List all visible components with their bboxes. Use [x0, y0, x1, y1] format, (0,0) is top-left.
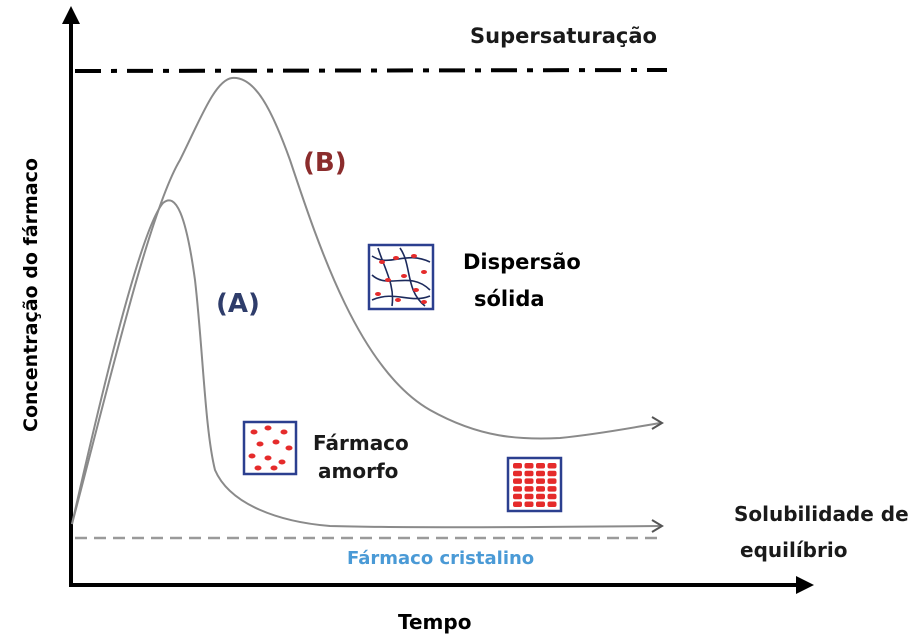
crystal-particle	[513, 486, 522, 492]
crystal-particle	[513, 463, 522, 469]
x-axis-arrow	[796, 576, 814, 594]
crystal-particle	[524, 478, 534, 484]
supersaturation-line	[74, 68, 668, 73]
crystal-particle	[524, 493, 534, 500]
crystal-particle	[547, 463, 557, 469]
y-axis-label: Concentração do fármaco	[20, 158, 42, 432]
crystal-particle	[547, 470, 557, 477]
crystal-particle	[513, 470, 522, 477]
supersaturation-label: Supersaturação	[470, 24, 657, 48]
curve-b-arrowhead	[651, 416, 664, 430]
y-axis-arrow	[62, 6, 80, 24]
crystal-particle	[536, 478, 545, 484]
crystal-particle	[524, 463, 534, 469]
crystal-particle	[536, 501, 545, 507]
crystal-particle	[513, 493, 522, 500]
curve-b-dispersion	[71, 76, 661, 525]
crystal-particle	[536, 470, 545, 477]
crystal-particle	[547, 493, 557, 500]
crystalline-drug-icon	[506, 456, 563, 513]
crystal-particle	[513, 478, 522, 484]
crystal-particle	[547, 478, 557, 484]
amorphous-drug-icon	[242, 420, 298, 476]
amorphous-label-line2: amorfo	[318, 459, 398, 483]
curve-b-label: (B)	[303, 148, 347, 178]
crystal-particle	[524, 486, 534, 492]
equilibrium-label-line1: Solubilidade de	[734, 502, 909, 526]
solid-dispersion-icon	[367, 243, 435, 311]
crystal-particle	[513, 501, 522, 507]
crystal-particle	[547, 486, 557, 492]
crystal-particle	[536, 463, 545, 469]
dispersion-label-line1: Dispersão	[463, 250, 581, 274]
crystal-particle	[536, 493, 545, 500]
x-axis-label: Tempo	[398, 610, 471, 634]
equilibrium-label-line2: equilíbrio	[740, 538, 847, 562]
curve-a-amorphous	[71, 199, 661, 529]
curve-a-arrowhead	[651, 519, 664, 533]
crystalline-label: Fármaco cristalino	[347, 548, 534, 569]
curve-a-label: (A)	[216, 289, 260, 319]
crystal-particle	[547, 501, 557, 507]
crystal-particle	[536, 486, 545, 492]
dispersion-label-line2: sólida	[474, 287, 545, 311]
crystal-particle	[524, 501, 534, 507]
amorphous-label-line1: Fármaco	[313, 431, 409, 455]
crystal-particle	[524, 470, 534, 477]
